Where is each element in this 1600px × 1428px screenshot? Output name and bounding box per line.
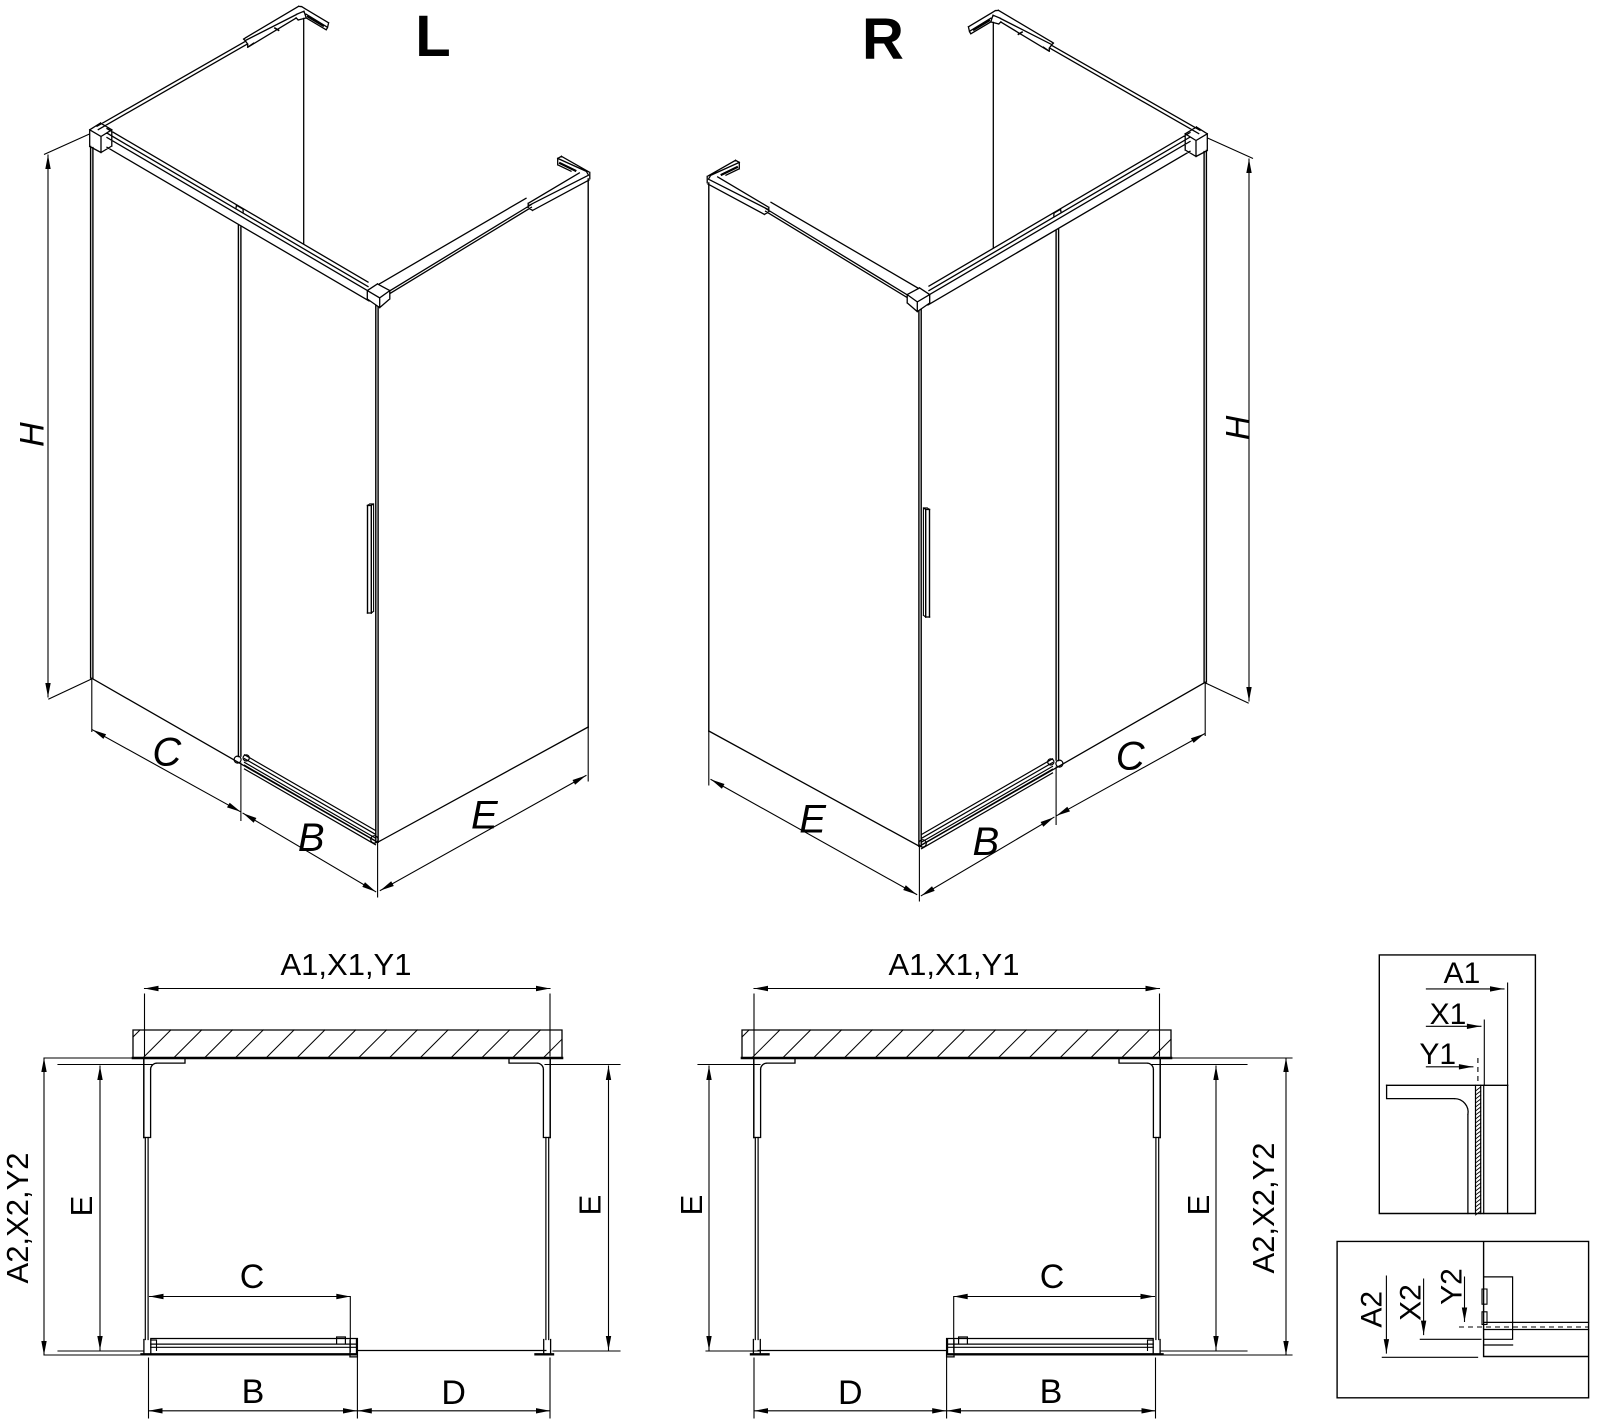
svg-text:H: H <box>1220 415 1258 440</box>
svg-text:A1: A1 <box>1444 957 1481 990</box>
svg-text:A2,X2,Y2: A2,X2,Y2 <box>0 1153 35 1284</box>
svg-text:R: R <box>862 7 904 72</box>
svg-text:E: E <box>573 1195 608 1216</box>
svg-text:A1,X1,Y1: A1,X1,Y1 <box>281 947 412 982</box>
svg-text:X2: X2 <box>1395 1284 1428 1321</box>
svg-text:X1: X1 <box>1430 998 1467 1031</box>
svg-text:E: E <box>471 794 499 838</box>
svg-text:L: L <box>415 4 450 69</box>
svg-text:B: B <box>242 1373 265 1411</box>
svg-text:B: B <box>1040 1373 1063 1411</box>
svg-text:E: E <box>64 1196 99 1217</box>
svg-text:E: E <box>1181 1195 1216 1216</box>
svg-text:C: C <box>1116 734 1146 778</box>
svg-text:A2,X2,Y2: A2,X2,Y2 <box>1246 1143 1281 1274</box>
svg-text:C: C <box>152 730 182 774</box>
svg-text:C: C <box>1040 1258 1065 1296</box>
svg-text:D: D <box>441 1374 466 1412</box>
svg-text:C: C <box>240 1258 265 1296</box>
svg-text:Y1: Y1 <box>1419 1038 1456 1071</box>
svg-text:H: H <box>14 422 52 447</box>
svg-text:Y2: Y2 <box>1436 1268 1469 1305</box>
svg-text:A2: A2 <box>1356 1291 1389 1328</box>
svg-text:D: D <box>838 1374 863 1412</box>
svg-text:E: E <box>674 1195 709 1216</box>
svg-text:A1,X1,Y1: A1,X1,Y1 <box>889 947 1020 982</box>
svg-text:E: E <box>799 798 827 842</box>
svg-text:B: B <box>298 816 325 860</box>
svg-text:B: B <box>972 820 999 864</box>
